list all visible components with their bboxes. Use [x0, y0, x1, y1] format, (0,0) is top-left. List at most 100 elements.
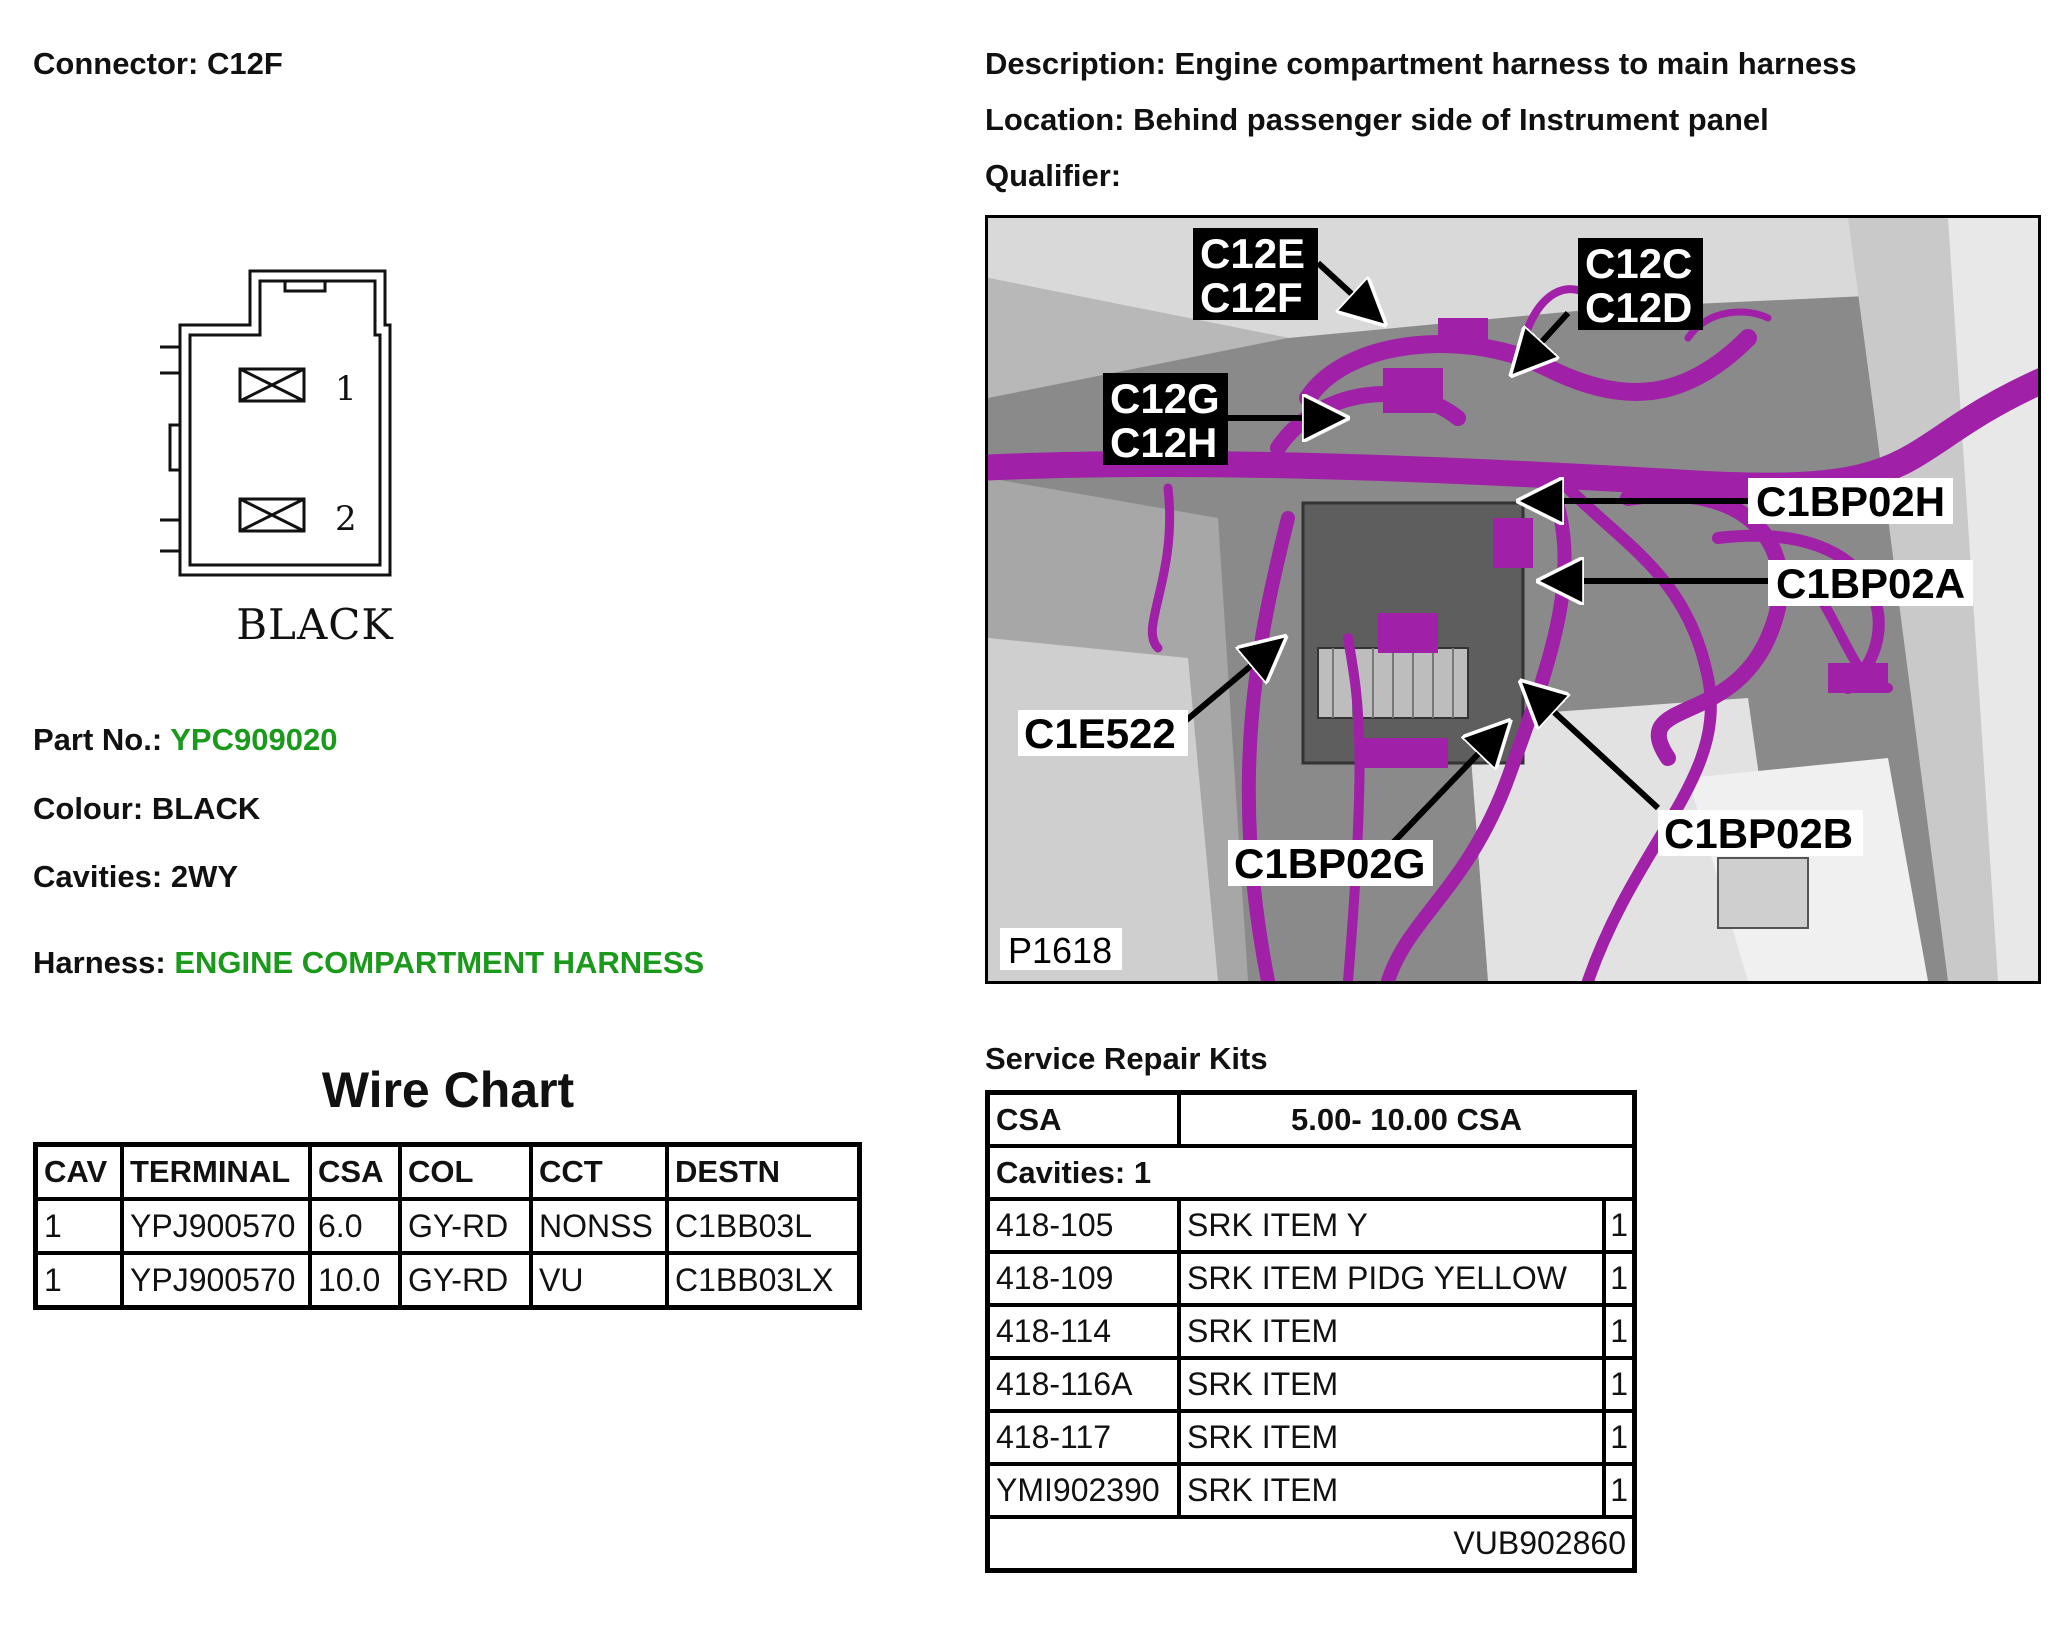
- qualifier-label: Qualifier:: [985, 158, 1122, 193]
- service-repair-kits-heading: Service Repair Kits: [985, 1041, 1268, 1076]
- table-row: 418-105 SRK ITEM Y 1: [985, 1197, 1637, 1254]
- cell-cav: 1: [33, 1251, 124, 1310]
- label-c1bp02g: C1BP02G: [1234, 840, 1425, 887]
- service-repair-kits-table: CSA 5.00- 10.00 CSA Cavities: 1 418-105 …: [985, 1090, 1637, 1573]
- label-c12d: C12D: [1585, 284, 1692, 331]
- label-c12g: C12G: [1110, 375, 1220, 422]
- connector-colour-label: BLACK: [236, 600, 394, 649]
- srk-description: SRK ITEM Y: [1176, 1197, 1607, 1254]
- label-c12e: C12E: [1200, 230, 1305, 277]
- srk-csa-label: CSA: [985, 1090, 1181, 1148]
- srk-qty: 1: [1602, 1462, 1637, 1519]
- qualifier-field: Qualifier:: [985, 157, 1121, 195]
- table-row: YMI902390 SRK ITEM 1: [985, 1462, 1637, 1519]
- header-col: COL: [398, 1142, 533, 1201]
- cavity-2: [238, 497, 306, 533]
- header-csa: CSA: [308, 1142, 402, 1201]
- label-c1e522: C1E522: [1024, 710, 1176, 757]
- table-row: 418-114 SRK ITEM 1: [985, 1303, 1637, 1360]
- cavity-1: [238, 367, 306, 403]
- cell-cct: VU: [529, 1251, 669, 1310]
- pin-2-label: 2: [335, 499, 357, 539]
- srk-cavities-row: Cavities: 1: [985, 1144, 1637, 1201]
- srk-description: SRK ITEM PIDG YELLOW: [1176, 1250, 1607, 1307]
- connector-field: Connector: C12F: [33, 45, 283, 83]
- label-c1bp02b: C1BP02B: [1664, 810, 1853, 857]
- cell-cav: 1: [33, 1197, 124, 1255]
- harness-location-svg: C12E C12F C12C C12D C12G C12H C1BP02H C1…: [988, 218, 2038, 981]
- srk-description: SRK ITEM: [1176, 1409, 1607, 1466]
- part-no-field: Part No.: YPC909020: [33, 721, 337, 759]
- srk-part-no: YMI902390: [985, 1462, 1181, 1519]
- cell-destn: C1BB03LX: [665, 1251, 862, 1310]
- srk-description: SRK ITEM: [1176, 1462, 1607, 1519]
- cell-col: GY-RD: [398, 1251, 533, 1310]
- harness-label: Harness:: [33, 945, 166, 980]
- srk-description: SRK ITEM: [1176, 1356, 1607, 1413]
- srk-qty: 1: [1602, 1303, 1637, 1360]
- cell-cct: NONSS: [529, 1197, 669, 1255]
- srk-csa-value: 5.00- 10.00 CSA: [1177, 1090, 1637, 1148]
- label-c12h: C12H: [1110, 419, 1217, 466]
- location-field: Location: Behind passenger side of Instr…: [985, 101, 1769, 139]
- table-row: 1 YPJ900570 10.0 GY-RD VU C1BB03LX: [33, 1251, 862, 1310]
- description-value: Engine compartment harness to main harne…: [1174, 46, 1857, 81]
- srk-part-no: 418-116A: [985, 1356, 1181, 1413]
- table-row: 418-116A SRK ITEM 1: [985, 1356, 1637, 1413]
- connector-value: C12F: [206, 46, 283, 81]
- arrow-c12c-c12d: [1518, 310, 1571, 368]
- location-label: Location:: [985, 102, 1125, 137]
- srk-csa-row: CSA 5.00- 10.00 CSA: [985, 1090, 1637, 1148]
- label-c1bp02h: C1BP02H: [1756, 478, 1945, 525]
- cell-terminal: YPJ900570: [120, 1251, 312, 1310]
- wire-chart-header-row: CAV TERMINAL CSA COL CCT DESTN: [33, 1142, 862, 1201]
- colour-field: Colour: BLACK: [33, 790, 260, 828]
- cell-csa: 10.0: [308, 1251, 402, 1310]
- srk-part-no: 418-109: [985, 1250, 1181, 1307]
- part-no-value[interactable]: YPC909020: [170, 722, 338, 757]
- connector-face-diagram: 1 2: [160, 269, 392, 577]
- cavities-field: Cavities: 2WY: [33, 858, 238, 896]
- cell-destn: C1BB03L: [665, 1197, 862, 1255]
- label-c12f: C12F: [1200, 274, 1303, 321]
- wire-chart-title: Wire Chart: [321, 1062, 575, 1118]
- srk-part-no: 418-105: [985, 1197, 1181, 1254]
- pin-1-label: 1: [335, 369, 357, 409]
- srk-qty: 1: [1602, 1409, 1637, 1466]
- srk-qty: 1: [1602, 1356, 1637, 1413]
- srk-kit-number: VUB902860: [985, 1515, 1637, 1573]
- srk-footer-row: VUB902860: [985, 1515, 1637, 1573]
- part-no-label: Part No.:: [33, 722, 163, 757]
- description-label: Description:: [985, 46, 1166, 81]
- colour-label: Colour:: [33, 791, 144, 826]
- location-value: Behind passenger side of Instrument pane…: [1133, 102, 1769, 137]
- srk-part-no: 418-114: [985, 1303, 1181, 1360]
- arrow-c12e-c12f: [1315, 260, 1378, 318]
- table-row: 1 YPJ900570 6.0 GY-RD NONSS C1BB03L: [33, 1197, 862, 1255]
- header-terminal: TERMINAL: [120, 1142, 312, 1201]
- description-field: Description: Engine compartment harness …: [985, 45, 1857, 83]
- arrow-c1bp02b: [1528, 688, 1661, 811]
- harness-value[interactable]: ENGINE COMPARTMENT HARNESS: [174, 945, 705, 980]
- srk-part-no: 418-117: [985, 1409, 1181, 1466]
- wire-chart-table: CAV TERMINAL CSA COL CCT DESTN 1 YPJ9005…: [33, 1142, 862, 1310]
- srk-qty: 1: [1602, 1197, 1637, 1254]
- cavities-value: 2WY: [170, 859, 239, 894]
- cell-csa: 6.0: [308, 1197, 402, 1255]
- photo-ref-label: P1618: [1008, 930, 1112, 971]
- colour-value: BLACK: [151, 791, 261, 826]
- arrow-c1bp02g: [1385, 728, 1503, 851]
- header-cct: CCT: [529, 1142, 669, 1201]
- label-c12c: C12C: [1585, 240, 1692, 287]
- harness-location-image: C12E C12F C12C C12D C12G C12H C1BP02H C1…: [985, 215, 2041, 984]
- header-destn: DESTN: [665, 1142, 862, 1201]
- cell-col: GY-RD: [398, 1197, 533, 1255]
- label-c1bp02a: C1BP02A: [1776, 560, 1965, 607]
- connector-label: Connector:: [33, 46, 199, 81]
- harness-field: Harness: ENGINE COMPARTMENT HARNESS: [33, 944, 704, 982]
- arrow-c1e522: [1181, 643, 1278, 726]
- header-cav: CAV: [33, 1142, 124, 1201]
- cell-terminal: YPJ900570: [120, 1197, 312, 1255]
- table-row: 418-117 SRK ITEM 1: [985, 1409, 1637, 1466]
- table-row: 418-109 SRK ITEM PIDG YELLOW 1: [985, 1250, 1637, 1307]
